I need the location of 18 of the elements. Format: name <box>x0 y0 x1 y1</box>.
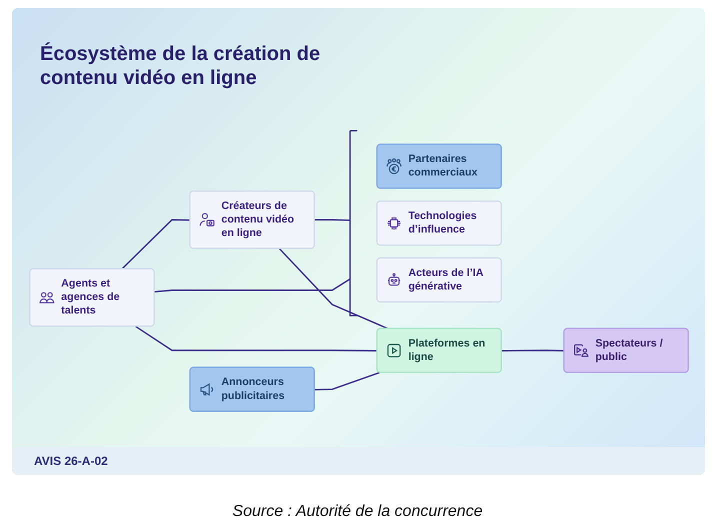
connector <box>135 326 378 352</box>
connector <box>154 278 350 293</box>
document-reference: AVIS 26-A-02 <box>34 454 108 468</box>
node-text: Technologies d’influence <box>408 210 478 237</box>
node-text: Partenaires commerciaux <box>408 152 478 180</box>
node-text: Créateurs de contenu vidéo en ligne <box>221 200 296 240</box>
node-text: Spectateurs / public <box>595 336 664 364</box>
connector <box>279 248 388 330</box>
connector <box>314 219 350 222</box>
node-text: Acteurs de l’IA générative <box>408 266 484 294</box>
connector <box>121 219 190 270</box>
node-text: Plateformes en ligne <box>408 336 486 364</box>
connector <box>502 350 564 352</box>
source-caption: Source : Autorité de la concurrence <box>232 503 483 520</box>
node-text: Annonceurs publicitaires <box>221 376 286 403</box>
connector <box>314 372 380 390</box>
diagram-title: Écosystème de la création de contenu vidéo en ligne <box>40 42 322 90</box>
node-text: Agents et agences de talents <box>61 277 121 318</box>
